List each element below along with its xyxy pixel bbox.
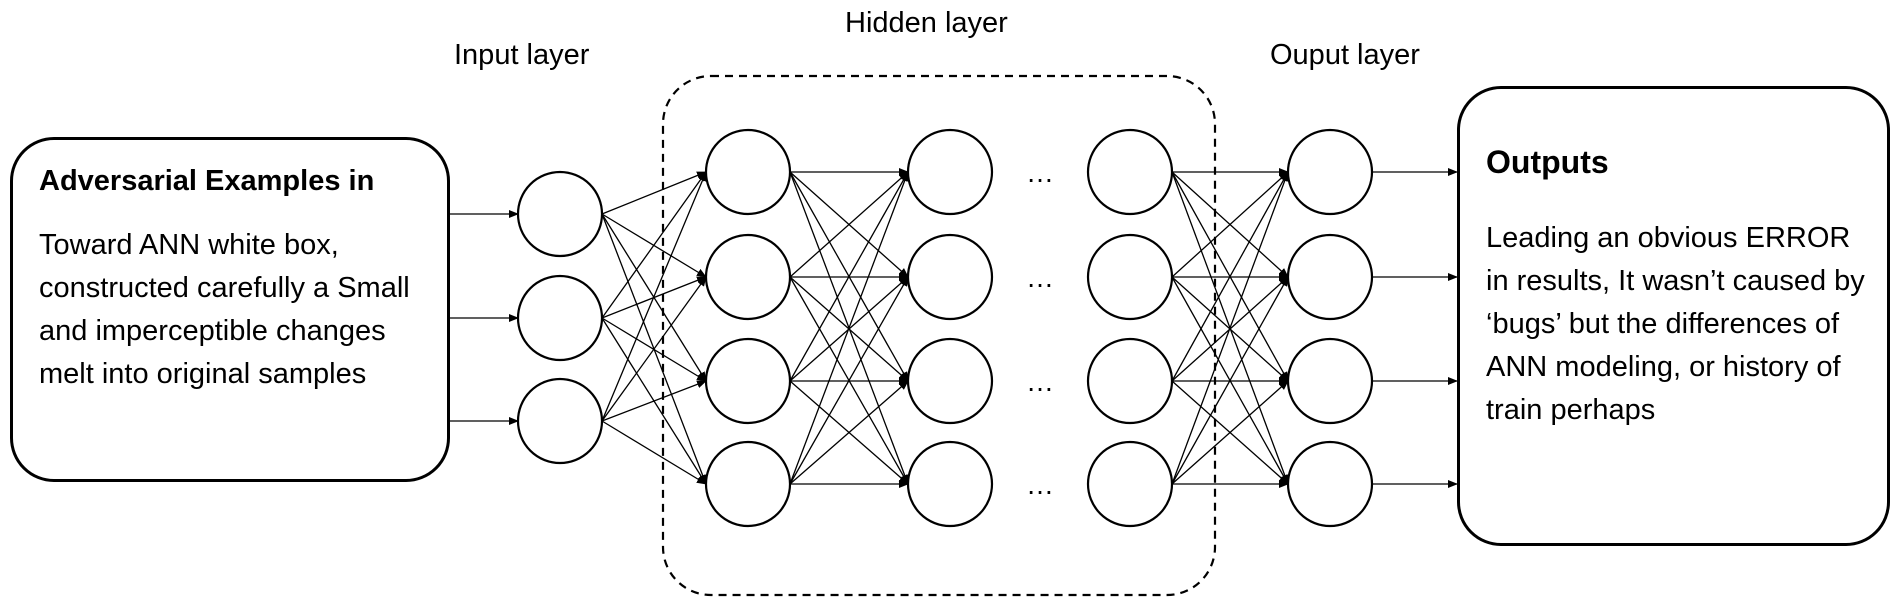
input-hidden-edge xyxy=(601,171,707,319)
hidden-node xyxy=(704,128,792,216)
hidden-node xyxy=(704,337,792,425)
hidden-output-edge xyxy=(1171,171,1289,278)
hidden-hidden-edge xyxy=(789,380,909,485)
hidden-output-edge xyxy=(1171,380,1289,485)
hidden-ellipsis: … xyxy=(1026,469,1054,500)
hidden-node xyxy=(906,337,994,425)
ellipsis-markers: … … … … xyxy=(1026,157,1054,500)
outputs-description: Leading an obvious ERROR in results, It … xyxy=(1486,222,1865,426)
outputs-title: Outputs xyxy=(1486,144,1609,180)
hidden-node xyxy=(1086,440,1174,528)
hidden-output-edge xyxy=(1171,171,1289,382)
hidden-ellipsis: … xyxy=(1026,366,1054,397)
input-layer-label: Input layer xyxy=(454,39,590,71)
connection-edges xyxy=(450,168,1458,488)
output-node xyxy=(1286,337,1374,425)
hidden-node xyxy=(906,128,994,216)
input-node xyxy=(516,274,604,362)
output-node xyxy=(1286,233,1374,321)
adversarial-examples-title: Adversarial Examples in xyxy=(39,165,375,197)
hidden-ellipsis: … xyxy=(1026,157,1054,188)
hidden-ellipsis: … xyxy=(1026,262,1054,293)
network-nodes xyxy=(516,128,1374,528)
hidden-output-edge xyxy=(1171,276,1289,485)
input-node xyxy=(516,377,604,465)
input-hidden-edge xyxy=(601,276,707,422)
hidden-node xyxy=(906,440,994,528)
input-hidden-edge xyxy=(601,380,707,422)
output-layer-label: Ouput layer xyxy=(1270,39,1420,71)
hidden-node xyxy=(1086,337,1174,425)
hidden-node xyxy=(704,440,792,528)
input-hidden-edge xyxy=(601,171,707,422)
input-hidden-edge xyxy=(601,420,707,485)
hidden-hidden-edge xyxy=(789,276,909,485)
hidden-node xyxy=(704,233,792,321)
outputs-box: Outputs Leading an obvious ERROR in resu… xyxy=(1457,86,1890,546)
hidden-output-edge xyxy=(1171,171,1289,485)
hidden-node xyxy=(1086,128,1174,216)
adversarial-examples-description: Toward ANN white box, constructed carefu… xyxy=(39,229,410,390)
input-hidden-edge xyxy=(601,171,707,215)
hidden-layer-frame xyxy=(661,74,1217,597)
hidden-hidden-edge xyxy=(789,171,909,278)
hidden-hidden-edge xyxy=(789,171,909,485)
hidden-hidden-edge xyxy=(789,171,909,382)
output-node xyxy=(1286,440,1374,528)
hidden-node xyxy=(1086,233,1174,321)
hidden-layer-label: Hidden layer xyxy=(845,7,1008,39)
hidden-node xyxy=(906,233,994,321)
input-node xyxy=(516,170,604,258)
adversarial-examples-box: Adversarial Examples in Toward ANN white… xyxy=(10,137,450,482)
output-node xyxy=(1286,128,1374,216)
